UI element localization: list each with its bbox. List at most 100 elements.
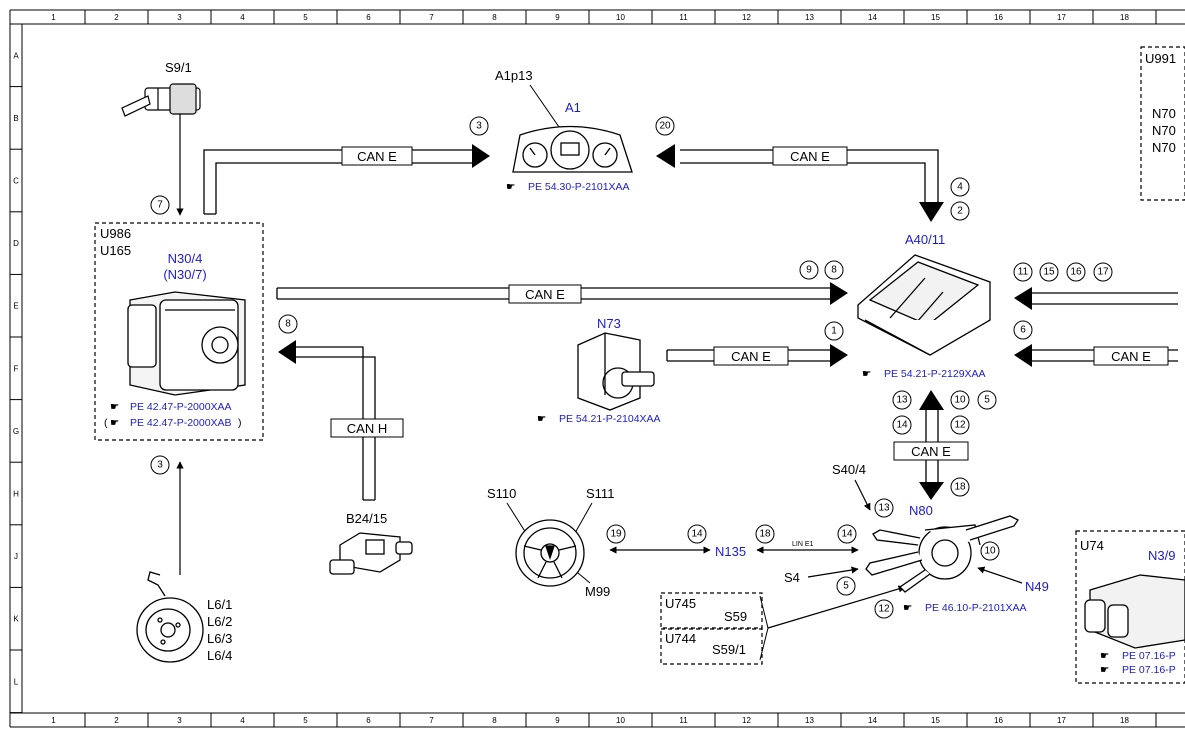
l6-2-label: L6/2 bbox=[207, 614, 232, 629]
arrowheads bbox=[278, 144, 1032, 500]
signal-markers: 3 20 4 2 7 9 8 11 15 16 17 8 1 6 13 10 5… bbox=[150, 116, 1113, 619]
svg-text:15: 15 bbox=[1043, 267, 1055, 278]
signal-marker: 8 bbox=[278, 314, 298, 334]
column-number: 3 bbox=[177, 13, 182, 22]
esp-control-unit-n30-4-icon bbox=[127, 291, 246, 396]
svg-text:7: 7 bbox=[157, 200, 163, 211]
svg-text:14: 14 bbox=[691, 529, 703, 540]
a40-11-label: A40/11 bbox=[905, 232, 945, 247]
can-e-label: CAN E bbox=[790, 149, 830, 164]
column-number: 2 bbox=[114, 716, 119, 725]
svg-text:10: 10 bbox=[954, 395, 966, 406]
signal-marker: 18 bbox=[755, 524, 775, 544]
row-letter: B bbox=[13, 114, 18, 123]
column-number: 15 bbox=[931, 716, 940, 725]
column-number: 2 bbox=[114, 13, 119, 22]
svg-text:10: 10 bbox=[984, 546, 996, 557]
column-number: 11 bbox=[679, 13, 688, 22]
signal-marker: 14 bbox=[837, 524, 857, 544]
svg-text:13: 13 bbox=[896, 395, 908, 406]
steering-wheel-icon bbox=[515, 519, 585, 587]
signal-marker: 19 bbox=[606, 524, 626, 544]
svg-text:3: 3 bbox=[476, 121, 482, 132]
a1-label: A1 bbox=[565, 100, 581, 115]
lin-e1-label: LIN E1 bbox=[792, 541, 814, 548]
signal-marker: 9 bbox=[799, 260, 819, 280]
svg-text:5: 5 bbox=[843, 581, 849, 592]
column-number: 3 bbox=[177, 716, 182, 725]
column-number: 15 bbox=[931, 13, 940, 22]
l6-1-label: L6/1 bbox=[207, 597, 232, 612]
row-letter: D bbox=[13, 239, 19, 248]
s111-label: S111 bbox=[586, 486, 614, 501]
steering-column-module-n80-icon bbox=[865, 515, 1019, 593]
n70-label: N70 bbox=[1152, 123, 1176, 138]
column-number: 17 bbox=[1057, 13, 1066, 22]
n135-label: N135 bbox=[715, 544, 746, 559]
signal-marker: 4 bbox=[950, 177, 970, 197]
column-number: 18 bbox=[1120, 13, 1129, 22]
signal-marker: 14 bbox=[687, 524, 707, 544]
signal-marker: 17 bbox=[1093, 262, 1113, 282]
s40-4-label: S40/4 bbox=[832, 462, 866, 477]
signal-marker: 5 bbox=[836, 576, 856, 596]
svg-text:18: 18 bbox=[954, 482, 966, 493]
u744-label: U744 bbox=[665, 631, 696, 646]
ignition-switch-n73-icon bbox=[577, 332, 655, 411]
column-number: 12 bbox=[742, 716, 751, 725]
svg-text:14: 14 bbox=[896, 420, 908, 431]
engine-module-n3-9-icon bbox=[1084, 574, 1185, 649]
column-number: 14 bbox=[868, 13, 877, 22]
a1-ref: PE 54.30-P-2101XAA bbox=[528, 181, 630, 193]
svg-text:13: 13 bbox=[878, 503, 890, 514]
signal-marker: 12 bbox=[950, 415, 970, 435]
a40-ref-icon: ☛ bbox=[862, 368, 871, 380]
svg-text:14: 14 bbox=[841, 529, 853, 540]
s59-label: S59 bbox=[724, 609, 747, 624]
column-ticks: 1122334455667788991010111112121313141415… bbox=[51, 10, 1157, 727]
signal-marker: 10 bbox=[950, 390, 970, 410]
svg-text:17: 17 bbox=[1097, 267, 1109, 278]
column-number: 6 bbox=[366, 13, 371, 22]
column-number: 6 bbox=[366, 716, 371, 725]
column-number: 17 bbox=[1057, 716, 1066, 725]
column-number: 11 bbox=[679, 716, 688, 725]
n73-ref: PE 54.21-P-2104XAA bbox=[559, 413, 661, 425]
u991-label: U991 bbox=[1145, 51, 1176, 66]
signal-marker: 3 bbox=[469, 116, 489, 136]
column-number: 9 bbox=[555, 716, 560, 725]
n30-ref1-icon: ☛ bbox=[110, 401, 119, 413]
can-e-label: CAN E bbox=[525, 287, 565, 302]
can-e-label: CAN E bbox=[731, 349, 771, 364]
signal-marker: 13 bbox=[874, 498, 894, 518]
n30-ref2-icon: ☛ bbox=[110, 417, 119, 429]
svg-text:12: 12 bbox=[954, 420, 966, 431]
n70-label: N70 bbox=[1152, 140, 1176, 155]
signal-marker: 18 bbox=[950, 477, 970, 497]
column-number: 1 bbox=[51, 716, 56, 725]
a40-ref: PE 54.21-P-2129XAA bbox=[884, 368, 986, 380]
can-e-label: CAN E bbox=[357, 149, 397, 164]
n30-7-label: (N30/7) bbox=[163, 267, 206, 282]
column-number: 12 bbox=[742, 13, 751, 22]
svg-text:16: 16 bbox=[1070, 267, 1082, 278]
u74-ref1: PE 07.16-P bbox=[1122, 650, 1176, 662]
n30-ref1: PE 42.47-P-2000XAA bbox=[130, 401, 232, 413]
n80-ref: PE 46.10-P-2101XAA bbox=[925, 602, 1027, 614]
signal-marker: 3 bbox=[150, 455, 170, 475]
component-labels: S9/1 A1p13 A1 ☛ PE 54.30-P-2101XAA U986 … bbox=[100, 51, 1176, 676]
signal-marker: 2 bbox=[950, 201, 970, 221]
n80-ref-icon: ☛ bbox=[903, 602, 912, 614]
svg-text:5: 5 bbox=[984, 395, 990, 406]
s59-1-label: S59/1 bbox=[712, 642, 746, 657]
sensor-s9-1-icon bbox=[121, 83, 201, 117]
n80-label: N80 bbox=[909, 503, 933, 518]
svg-text:18: 18 bbox=[759, 529, 771, 540]
svg-text:2: 2 bbox=[957, 206, 963, 217]
u745-label: U745 bbox=[665, 596, 696, 611]
column-number: 4 bbox=[240, 716, 245, 725]
column-number: 5 bbox=[303, 13, 308, 22]
n30-ref2: PE 42.47-P-2000XAB bbox=[130, 417, 232, 429]
signal-marker: 15 bbox=[1039, 262, 1059, 282]
column-number: 16 bbox=[994, 716, 1003, 725]
